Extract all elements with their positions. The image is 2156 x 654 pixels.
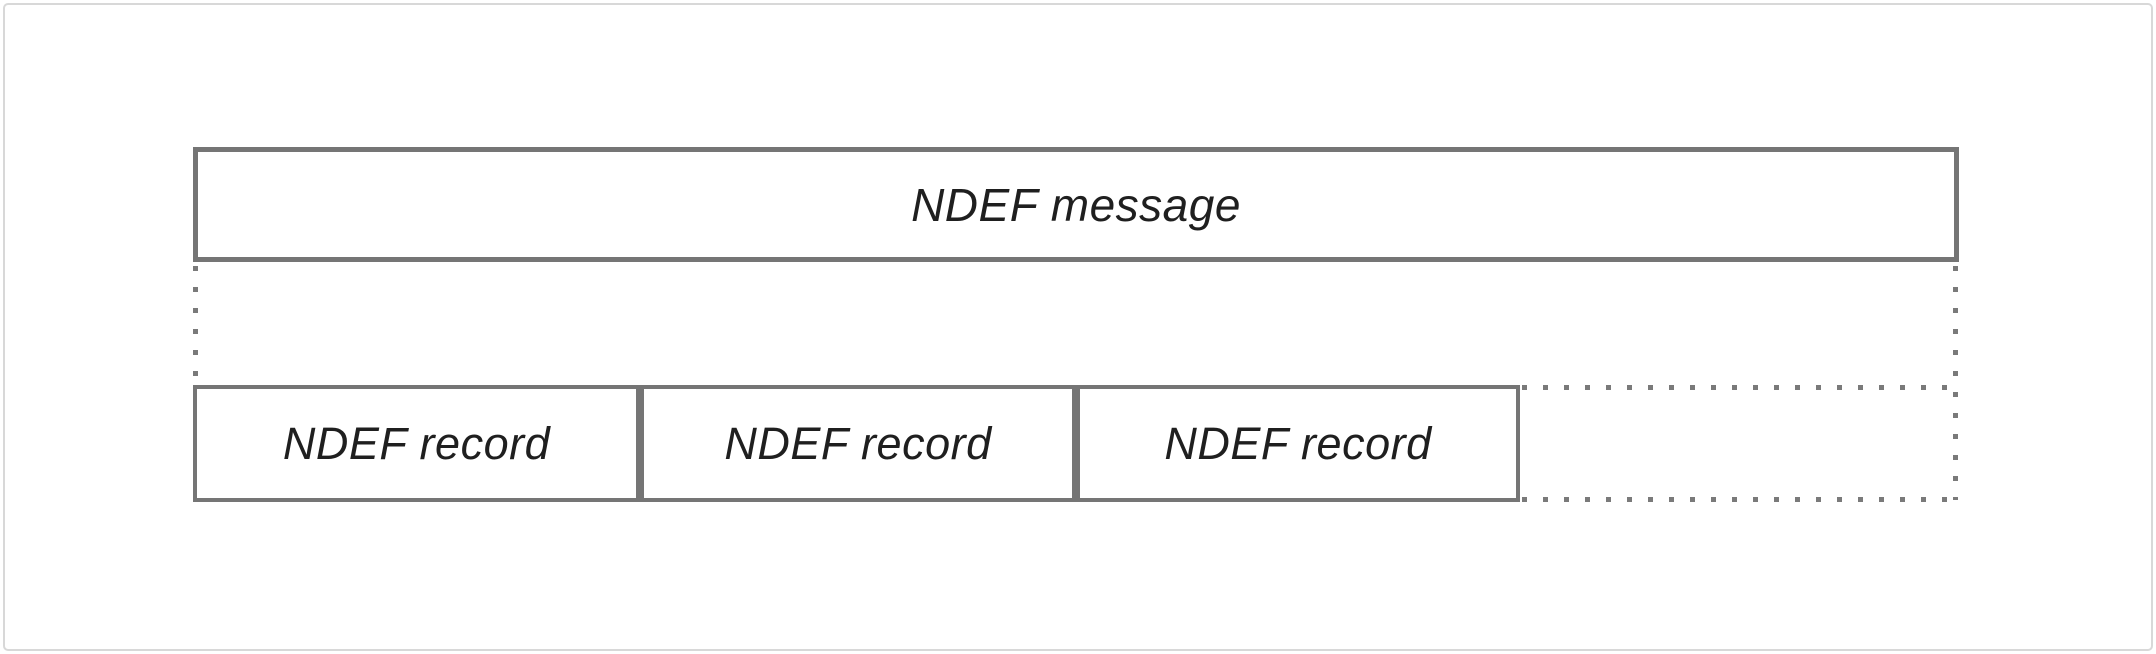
ndef-record-label: NDEF record: [1164, 417, 1432, 469]
dotted-connector-right: [1953, 266, 1958, 500]
ndef-record-box: NDEF record: [640, 385, 1076, 502]
dotted-extension-bottom: [1522, 497, 1958, 502]
ndef-message-box: NDEF message: [193, 147, 1959, 262]
dotted-extension-top: [1522, 385, 1958, 390]
diagram-frame: [3, 3, 2153, 651]
ndef-record-box: NDEF record: [1076, 385, 1520, 502]
ndef-record-label: NDEF record: [724, 417, 992, 469]
ndef-record-box: NDEF record: [193, 385, 640, 502]
dotted-connector-left: [193, 266, 198, 384]
ndef-record-label: NDEF record: [282, 417, 551, 469]
ndef-message-label: NDEF message: [911, 178, 1241, 231]
